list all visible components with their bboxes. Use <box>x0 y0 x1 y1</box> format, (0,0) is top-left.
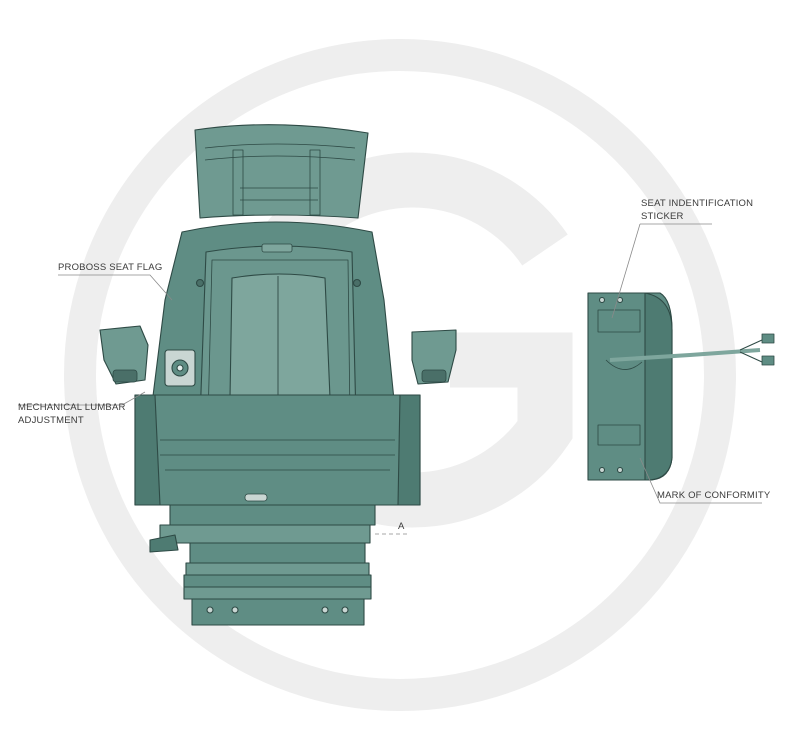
left-armrest <box>99 325 149 385</box>
leader-seat-flag <box>58 274 173 301</box>
seat-drawing <box>99 124 457 626</box>
leader-lines <box>18 223 762 535</box>
leader-conformity <box>639 457 762 504</box>
label-mechanical-lumbar-line2: ADJUSTMENT <box>18 415 84 426</box>
label-proboss-seat-flag: PROBOSS SEAT FLAG <box>58 262 163 273</box>
leader-sticker <box>611 223 641 319</box>
right-armrest <box>411 329 457 385</box>
label-mechanical-lumbar-line1: MECHANICAL LUMBAR <box>18 402 126 413</box>
suspension-base <box>149 504 376 626</box>
label-seat-identification-line2: STICKER <box>641 211 684 222</box>
backrest <box>149 221 397 430</box>
leader-lumbar <box>18 391 146 406</box>
label-reference-a: A <box>398 521 405 532</box>
side-panel-drawing <box>587 292 775 481</box>
label-mark-of-conformity: MARK OF CONFORMITY <box>657 490 771 501</box>
label-seat-identification-line1: SEAT INDENTIFICATION <box>641 198 754 209</box>
lower-body <box>134 394 421 506</box>
headrest <box>194 124 369 219</box>
seat-flag-control <box>164 349 196 387</box>
